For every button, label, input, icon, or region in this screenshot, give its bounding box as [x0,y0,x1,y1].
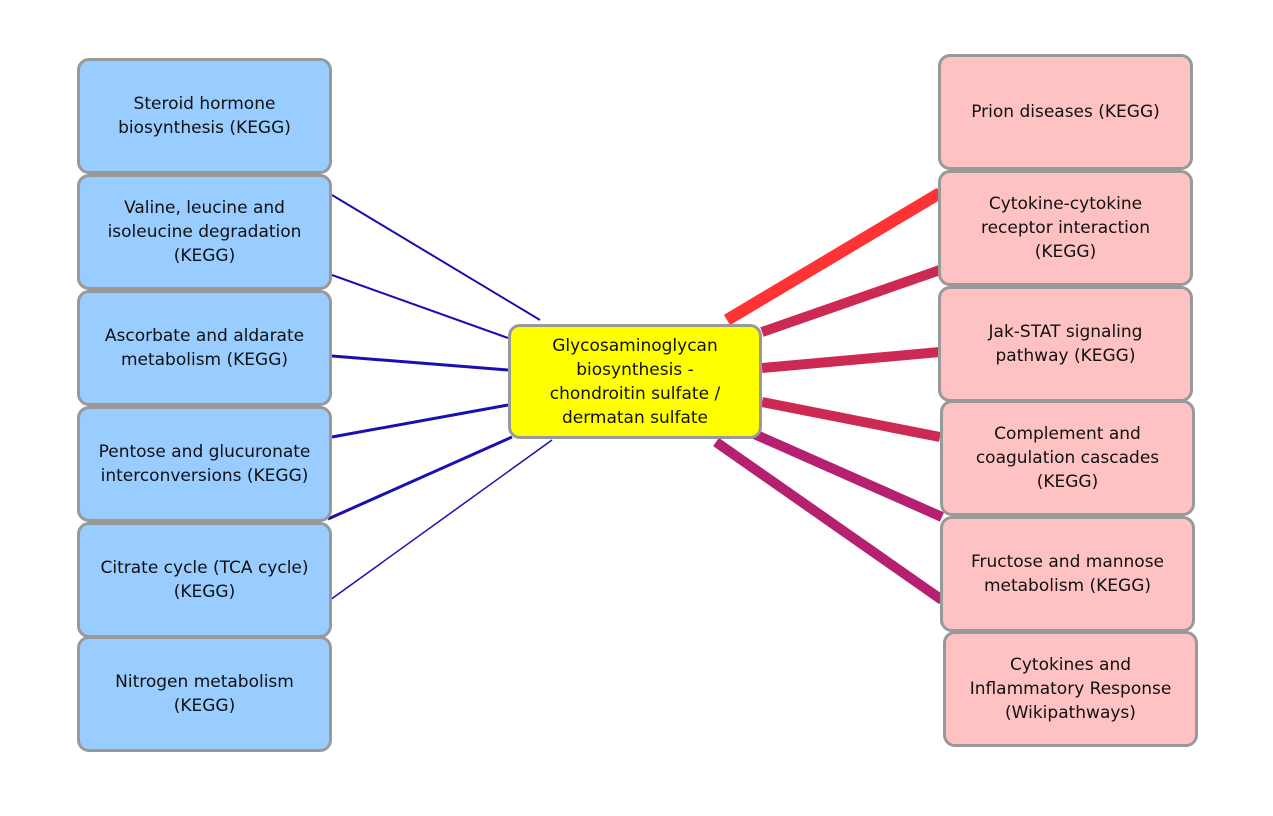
node-steroid-hormone-biosynthesis: Steroid hormone biosynthesis (KEGG) [77,58,332,174]
edge-center-fructose [749,428,945,522]
node-ascorbate-aldarate-metabolism: Ascorbate and aldarate metabolism (KEGG) [77,290,332,406]
edge-center-cytokine-receptor [723,187,944,326]
edge-ascorbate-center [331,354,509,372]
edge-center-fructose-2 [713,437,945,605]
edge-citrate-center-2 [329,439,553,601]
edge-valine-center-2 [331,274,509,339]
node-nitrogen-metabolism: Nitrogen metabolism (KEGG) [77,636,332,752]
edge-valine-center [331,194,541,321]
node-prion-diseases: Prion diseases (KEGG) [938,54,1193,170]
node-citrate-cycle: Citrate cycle (TCA cycle) (KEGG) [77,522,332,638]
node-cytokine-cytokine-receptor-interaction: Cytokine-cytokine receptor interaction (… [938,170,1193,286]
node-complement-coagulation-cascades: Complement and coagulation cascades (KEG… [940,400,1195,516]
node-valine-leucine-isoleucine-degradation: Valine, leucine and isoleucine degradati… [77,174,332,290]
node-fructose-mannose-metabolism: Fructose and mannose metabolism (KEGG) [940,516,1195,632]
edge-center-jak-stat [761,347,941,373]
edge-citrate-center [327,435,513,521]
edge-center-cytokine-receptor-2 [760,265,942,337]
edge-center-complement [761,397,941,442]
edge-pentose-center [331,403,509,439]
node-jak-stat-signaling-pathway: Jak-STAT signaling pathway (KEGG) [938,286,1193,402]
node-pentose-glucuronate-interconversions: Pentose and glucuronate interconversions… [77,406,332,522]
node-glycosaminoglycan-biosynthesis: Glycosaminoglycan biosynthesis - chondro… [508,324,762,439]
node-cytokines-inflammatory-response: Cytokines and Inflammatory Response (Wik… [943,631,1198,747]
